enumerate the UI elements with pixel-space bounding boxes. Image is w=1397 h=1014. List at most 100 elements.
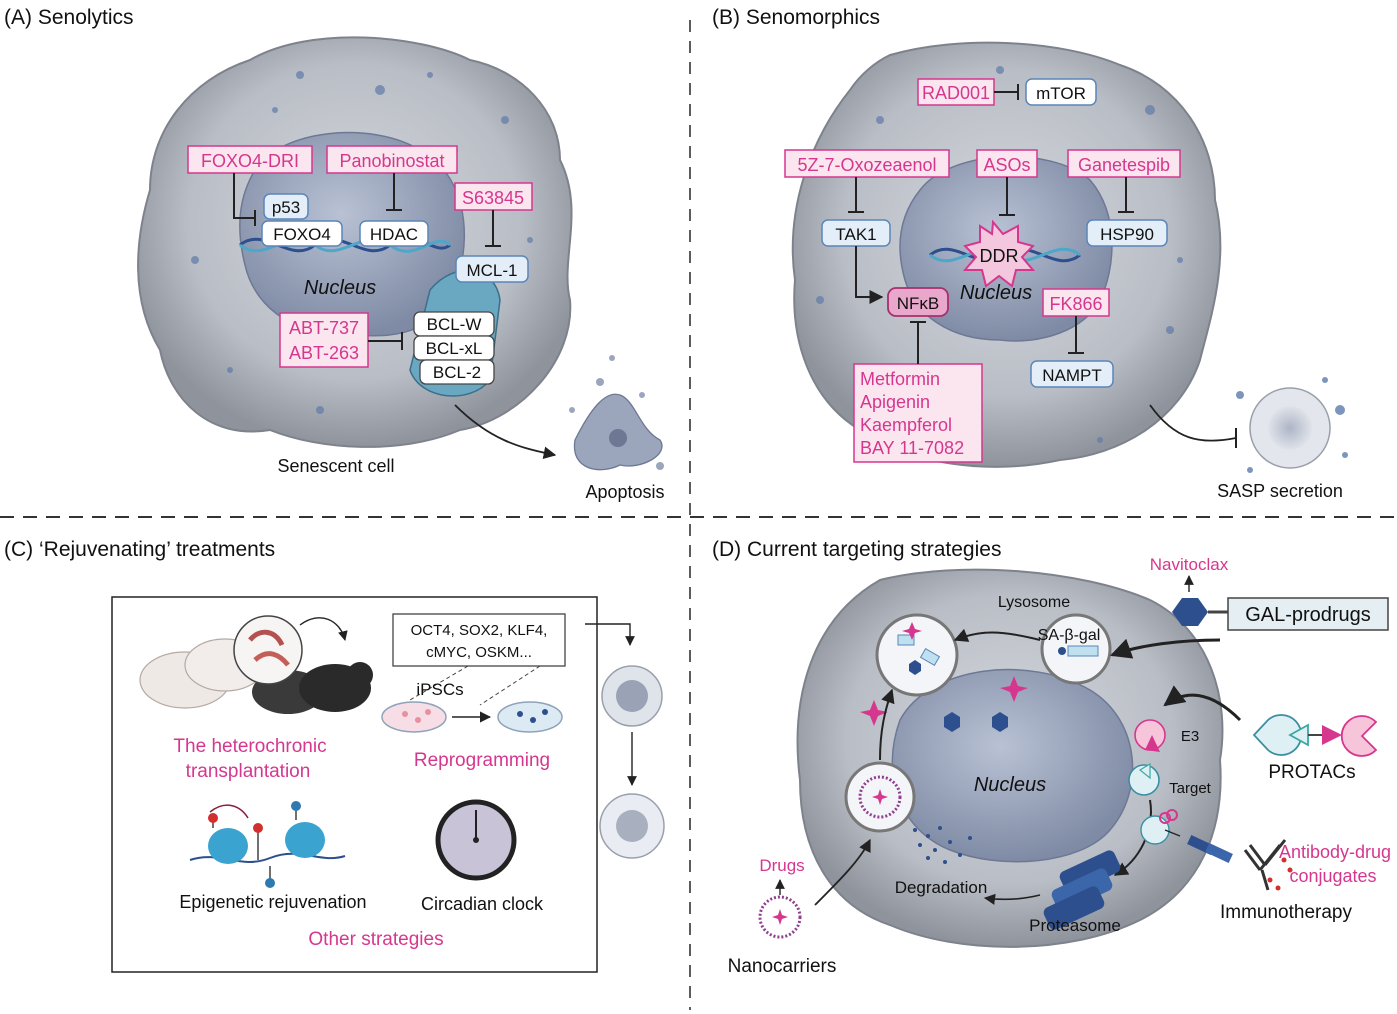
hdac-box: [359, 220, 429, 247]
ipscs-label: iPSCs: [416, 680, 463, 699]
bay-label: BAY 11-7082: [860, 438, 964, 458]
antibody-drug-conjugate: [1187, 834, 1293, 891]
nfkb-inhibitors-box: [853, 363, 983, 463]
nampt-box: [1030, 360, 1114, 388]
foxo4-label: FOXO4: [273, 225, 331, 244]
adc-line2: conjugates: [1289, 866, 1376, 886]
drugs-label: Drugs: [759, 856, 804, 875]
s63845-label: S63845: [462, 188, 524, 208]
nanocarriers-label: Nanocarriers: [728, 956, 837, 977]
tak1-label: TAK1: [835, 225, 876, 244]
gal-prodrugs-box: [1227, 597, 1389, 631]
target-protein: [1128, 764, 1160, 796]
panel-b: DDR RAD001 5Z-7-Oxozeaenol ASOs Ganetesp…: [784, 41, 1348, 501]
protacs-label: PROTACs: [1268, 762, 1355, 783]
heterochronic-line1: The heterochronic: [173, 736, 326, 757]
ganetespib-box: [1067, 149, 1181, 178]
rad001-box: [917, 78, 995, 106]
nampt-label: NAMPT: [1042, 366, 1102, 385]
s63845-box: [454, 182, 533, 211]
apoptosis-arrow: [454, 404, 557, 459]
nucleosome-illustration: [189, 801, 346, 888]
foxo4dri-label: FOXO4-DRI: [201, 151, 299, 171]
other-strategies-label: Other strategies: [308, 929, 443, 950]
bclxl-label: BCL-xL: [426, 339, 483, 358]
ddr-label: DDR: [980, 246, 1019, 266]
bclw-label: BCL-W: [427, 315, 482, 334]
foxo4dri-box: [187, 145, 313, 174]
apigenin-label: Apigenin: [860, 392, 930, 412]
p53-box: [263, 193, 309, 220]
nucleus-b-label: Nucleus: [960, 282, 1032, 304]
abt737-label: ABT-737: [289, 318, 359, 338]
panel-d: Nucleus Lysosome SA-β-gal Navitoclax GAL…: [728, 555, 1391, 977]
ddr-burst: [962, 219, 1036, 288]
oxozeaenol-label: 5Z-7-Oxozeaenol: [797, 155, 936, 175]
apoptotic-cell: [569, 355, 664, 471]
apoptosis-label: Apoptosis: [585, 482, 664, 502]
degraded-fragments: [913, 826, 972, 864]
target-label: Target: [1169, 780, 1212, 797]
tak1-nfkb-arrow: [855, 246, 884, 304]
mcl1-label: MCL-1: [466, 261, 517, 280]
ganetespib-label: Ganetespib: [1078, 155, 1170, 175]
petri-dish-2: [497, 701, 563, 733]
degradation-label: Degradation: [895, 878, 988, 897]
navitoclax-label: Navitoclax: [1150, 555, 1229, 574]
panel-c-title: (C) ‘Rejuvenating’ treatments: [4, 538, 275, 561]
proteasome: [1043, 850, 1121, 930]
hsp90-box: [1086, 219, 1168, 247]
immunotherapy-label: Immunotherapy: [1220, 902, 1353, 923]
hsp90-label: HSP90: [1100, 225, 1154, 244]
sa-beta-gal-label: SA-β-gal: [1038, 627, 1101, 644]
gal-prodrugs-label: GAL-prodrugs: [1245, 604, 1371, 626]
panobinostat-label: Panobinostat: [339, 151, 444, 171]
fk866-label: FK866: [1049, 294, 1102, 314]
circadian-label: Circadian clock: [421, 894, 544, 914]
reprogramming-label: Reprogramming: [414, 750, 550, 771]
p53-label: p53: [272, 198, 300, 217]
protac-molecule: [1252, 714, 1378, 757]
sasp-inhibition-line: [1149, 404, 1237, 442]
nucleus-d: [891, 668, 1134, 863]
petri-dish-1: [381, 701, 447, 733]
e3-label: E3: [1181, 728, 1199, 745]
asos-label: ASOs: [983, 155, 1030, 175]
metformin-label: Metformin: [860, 369, 940, 389]
panobinostat-box: [326, 145, 458, 174]
inhibition-lines-b: [848, 84, 1134, 364]
nfkb-label: NFκB: [897, 294, 940, 313]
panel-a: FOXO4-DRI Panobinostat S63845 ABT-737 AB…: [137, 36, 665, 502]
sasp-label: SASP secretion: [1217, 481, 1343, 501]
mtor-label: mTOR: [1036, 84, 1086, 103]
factors-line2: cMYC, OSKM...: [426, 644, 532, 661]
mtor-box: [1025, 78, 1097, 106]
nfkb-box: [887, 287, 949, 317]
lysosome-label: Lysosome: [998, 594, 1070, 611]
panel-c: The heterochronic transplantation OCT4, …: [111, 596, 665, 973]
bcl2-box: [419, 359, 495, 385]
mcl1-box: [455, 255, 529, 283]
proteasome-label: Proteasome: [1029, 916, 1121, 935]
lysosome-1: [875, 613, 959, 697]
adc-line1: Antibody-drug: [1279, 842, 1391, 862]
panel-b-title: (B) Senomorphics: [712, 6, 880, 29]
panel-a-title: (A) Senolytics: [4, 6, 134, 29]
bcl2-label: BCL-2: [433, 363, 481, 382]
foxo4-box: [261, 220, 343, 247]
asos-box: [976, 149, 1038, 178]
factors-line1: OCT4, SOX2, KLF4,: [411, 622, 548, 639]
heterochronic-line2: transplantation: [186, 761, 311, 782]
abt263-label: ABT-263: [289, 343, 359, 363]
clock-icon: [435, 799, 517, 881]
inhibition-lines-a: [233, 173, 501, 350]
rad001-label: RAD001: [922, 83, 990, 103]
galactose-hexagon: [1172, 598, 1208, 626]
epigenetic-label: Epigenetic rejuvenation: [179, 892, 366, 912]
nucleus-a-label: Nucleus: [304, 277, 376, 299]
sasp-cell: [1236, 377, 1348, 473]
nucleus-d-label: Nucleus: [974, 774, 1046, 796]
kaempferol-label: Kaempferol: [860, 415, 952, 435]
mice-illustration: [139, 615, 373, 714]
